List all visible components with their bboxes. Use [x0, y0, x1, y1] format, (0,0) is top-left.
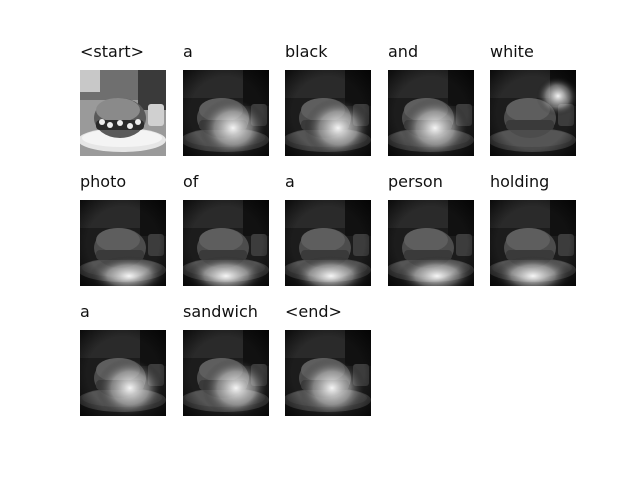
caption-word: photo [80, 172, 127, 191]
attention-map-image [388, 70, 474, 156]
attention-panel: <end> [285, 302, 371, 432]
attention-map-image [490, 200, 576, 286]
attention-panel: person [388, 172, 474, 302]
caption-word: and [388, 42, 419, 61]
caption-word: a [285, 172, 295, 191]
attention-map-image [80, 330, 166, 416]
caption-word: white [490, 42, 534, 61]
attention-panel: <start> [80, 42, 166, 172]
attention-panel: photo [80, 172, 166, 302]
caption-word: <end> [285, 302, 342, 321]
caption-word: <start> [80, 42, 145, 61]
attention-map-image [285, 70, 371, 156]
caption-word: of [183, 172, 199, 191]
attention-map-image [285, 330, 371, 416]
attention-panel: sandwich [183, 302, 269, 432]
attention-panel: of [183, 172, 269, 302]
caption-word: a [183, 42, 193, 61]
caption-word: person [388, 172, 443, 191]
attention-map-image [183, 330, 269, 416]
attention-panel: and [388, 42, 474, 172]
attention-map-image [285, 200, 371, 286]
attention-panel: a [285, 172, 371, 302]
attention-map-image [80, 200, 166, 286]
attention-panel: a [183, 42, 269, 172]
attention-map-image [80, 70, 166, 156]
attention-map-image [183, 70, 269, 156]
attention-map-image [388, 200, 474, 286]
attention-panel: a [80, 302, 166, 432]
attention-panel: holding [490, 172, 576, 302]
attention-panel: black [285, 42, 371, 172]
attention-map-image [490, 70, 576, 156]
attention-panel: white [490, 42, 576, 172]
caption-word: black [285, 42, 328, 61]
caption-word: a [80, 302, 90, 321]
caption-word: sandwich [183, 302, 258, 321]
attention-map-image [183, 200, 269, 286]
caption-word: holding [490, 172, 550, 191]
